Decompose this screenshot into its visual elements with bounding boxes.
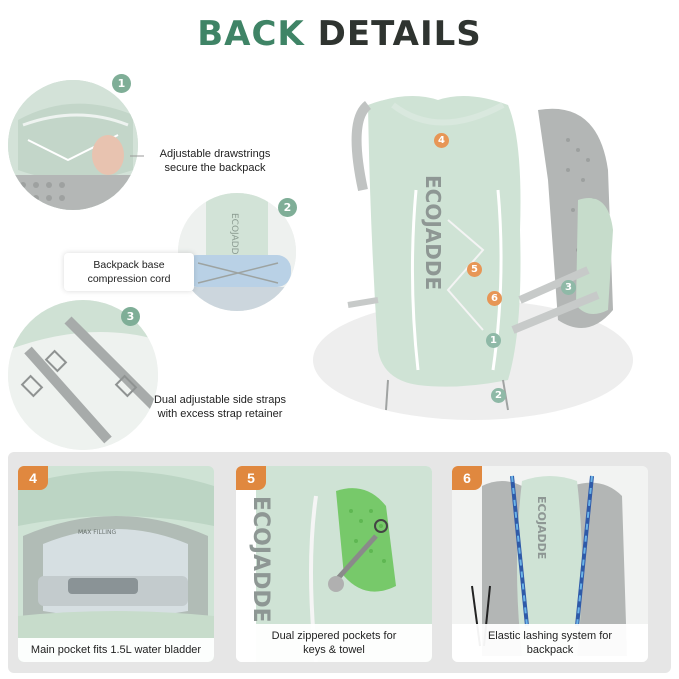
panel-6-caption-line2: backpack	[526, 644, 574, 656]
feature-1-caption: Adjustable drawstrings secure the backpa…	[140, 147, 290, 175]
feature-1-caption-line2: secure the backpack	[164, 162, 266, 174]
feature-1-image	[8, 80, 138, 210]
feature-2-caption-line1: Backpack base	[93, 259, 165, 271]
title-word-back: BACK	[197, 14, 305, 54]
vest-marker-4: 4	[434, 133, 449, 148]
panel-5-caption-line2: keys & towel	[303, 644, 365, 656]
feature-3-caption-line1: Dual adjustable side straps	[153, 394, 287, 406]
feature-2-brand-text: ECOJADDE	[229, 213, 239, 261]
feature-1-caption-line1: Adjustable drawstrings	[159, 148, 271, 160]
panel-6-number: 6	[452, 466, 482, 490]
panel-6-caption-line1: Elastic lashing system for	[487, 630, 613, 642]
page-title: BACK DETAILS	[0, 14, 679, 54]
vest-marker-6: 6	[487, 291, 502, 306]
panel-6-caption: Elastic lashing system for backpack	[452, 624, 648, 662]
main-vest-image: ECOJADDE	[308, 80, 648, 420]
feature-2-image: ECOJADDE	[178, 193, 296, 311]
feature-2-caption-line2: compression cord	[87, 273, 171, 285]
panel-4-number: 4	[18, 466, 48, 490]
panel-5-number: 5	[236, 466, 266, 490]
connector-lines	[130, 155, 144, 157]
panel-6: ECOJADDE 6 Elastic lashing system for ba…	[452, 466, 648, 662]
feature-3-caption-line2: with excess strap retainer	[157, 408, 283, 420]
vest-marker-1: 1	[486, 333, 501, 348]
panel-4: MAX FILLING 4 Main pocket fits 1.5L wate…	[18, 466, 214, 662]
feature-1-badge: 1	[112, 74, 131, 93]
vest-marker-5: 5	[467, 262, 482, 277]
panel-5-caption-line1: Dual zippered pockets for	[271, 630, 397, 642]
panel-5-caption: Dual zippered pockets for keys & towel	[236, 624, 432, 662]
panel-5: ECOJADDE 5 Dual zippered pockets for key…	[236, 466, 432, 662]
vest-marker-2: 2	[491, 388, 506, 403]
feature-2-caption: Backpack base compression cord	[64, 253, 194, 291]
panel-5-image: ECOJADDE	[236, 466, 432, 662]
vest-marker-3: 3	[561, 280, 576, 295]
panel-5-brand-logo: ECOJADDE	[248, 496, 273, 623]
vest-brand-logo: ECOJADDE	[421, 175, 445, 290]
title-word-details: DETAILS	[317, 14, 482, 54]
feature-3-badge: 3	[121, 307, 140, 326]
panel-4-caption: Main pocket fits 1.5L water bladder	[18, 638, 214, 662]
panel-4-image: MAX FILLING	[18, 466, 214, 662]
feature-3-caption: Dual adjustable side straps with excess …	[150, 393, 290, 421]
feature-2-badge: 2	[278, 198, 297, 217]
panel-6-brand-logo: ECOJADDE	[535, 496, 548, 559]
panel-4-bladder-text: MAX FILLING	[78, 529, 116, 536]
